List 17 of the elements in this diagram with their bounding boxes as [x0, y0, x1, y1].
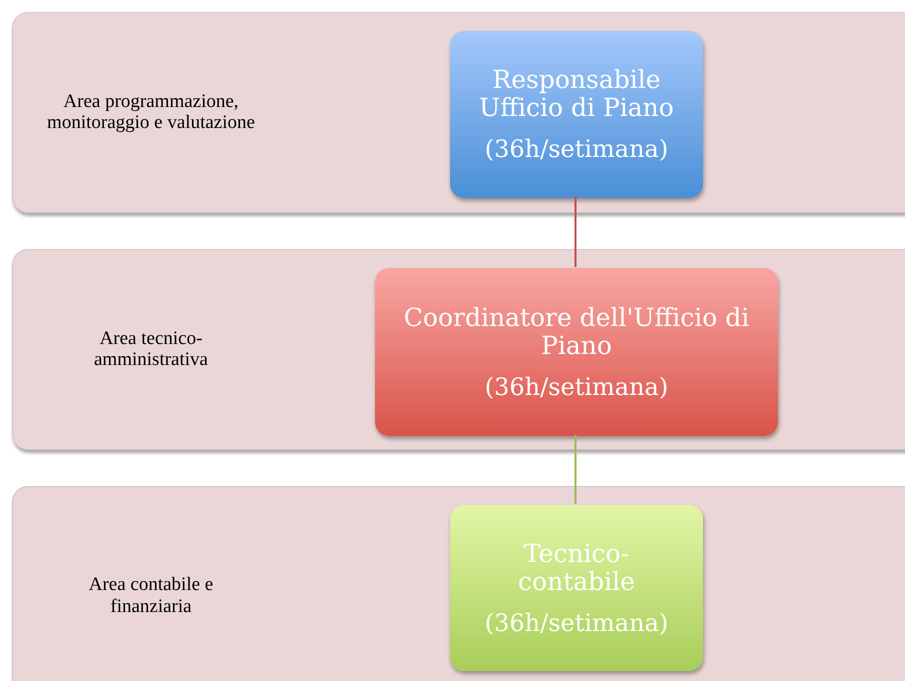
area-label: Area tecnico-amministrativa: [93, 328, 209, 372]
area-band: [12, 486, 905, 681]
hours-text: (36h/setimana): [484, 374, 668, 400]
role-box: [450, 31, 703, 198]
area-band: [12, 12, 905, 213]
connector-line: [574, 197, 576, 267]
role-title: Tecnico-contabile: [517, 540, 636, 596]
area-label: Area contabile e finanziaria: [88, 574, 214, 618]
hours-text: (36h/setimana): [484, 610, 668, 636]
area-label: Area programmazione, monitoraggio e valutazione: [46, 90, 256, 134]
role-title: Coordinatore dell'Ufficio di Piano: [402, 304, 750, 360]
connector-line: [574, 435, 576, 504]
area-band: [12, 249, 905, 450]
role-title: Responsabile Ufficio di Piano: [478, 66, 675, 122]
role-box: [450, 505, 703, 671]
role-box: [375, 268, 778, 436]
hours-text: (36h/setimana): [484, 136, 668, 163]
